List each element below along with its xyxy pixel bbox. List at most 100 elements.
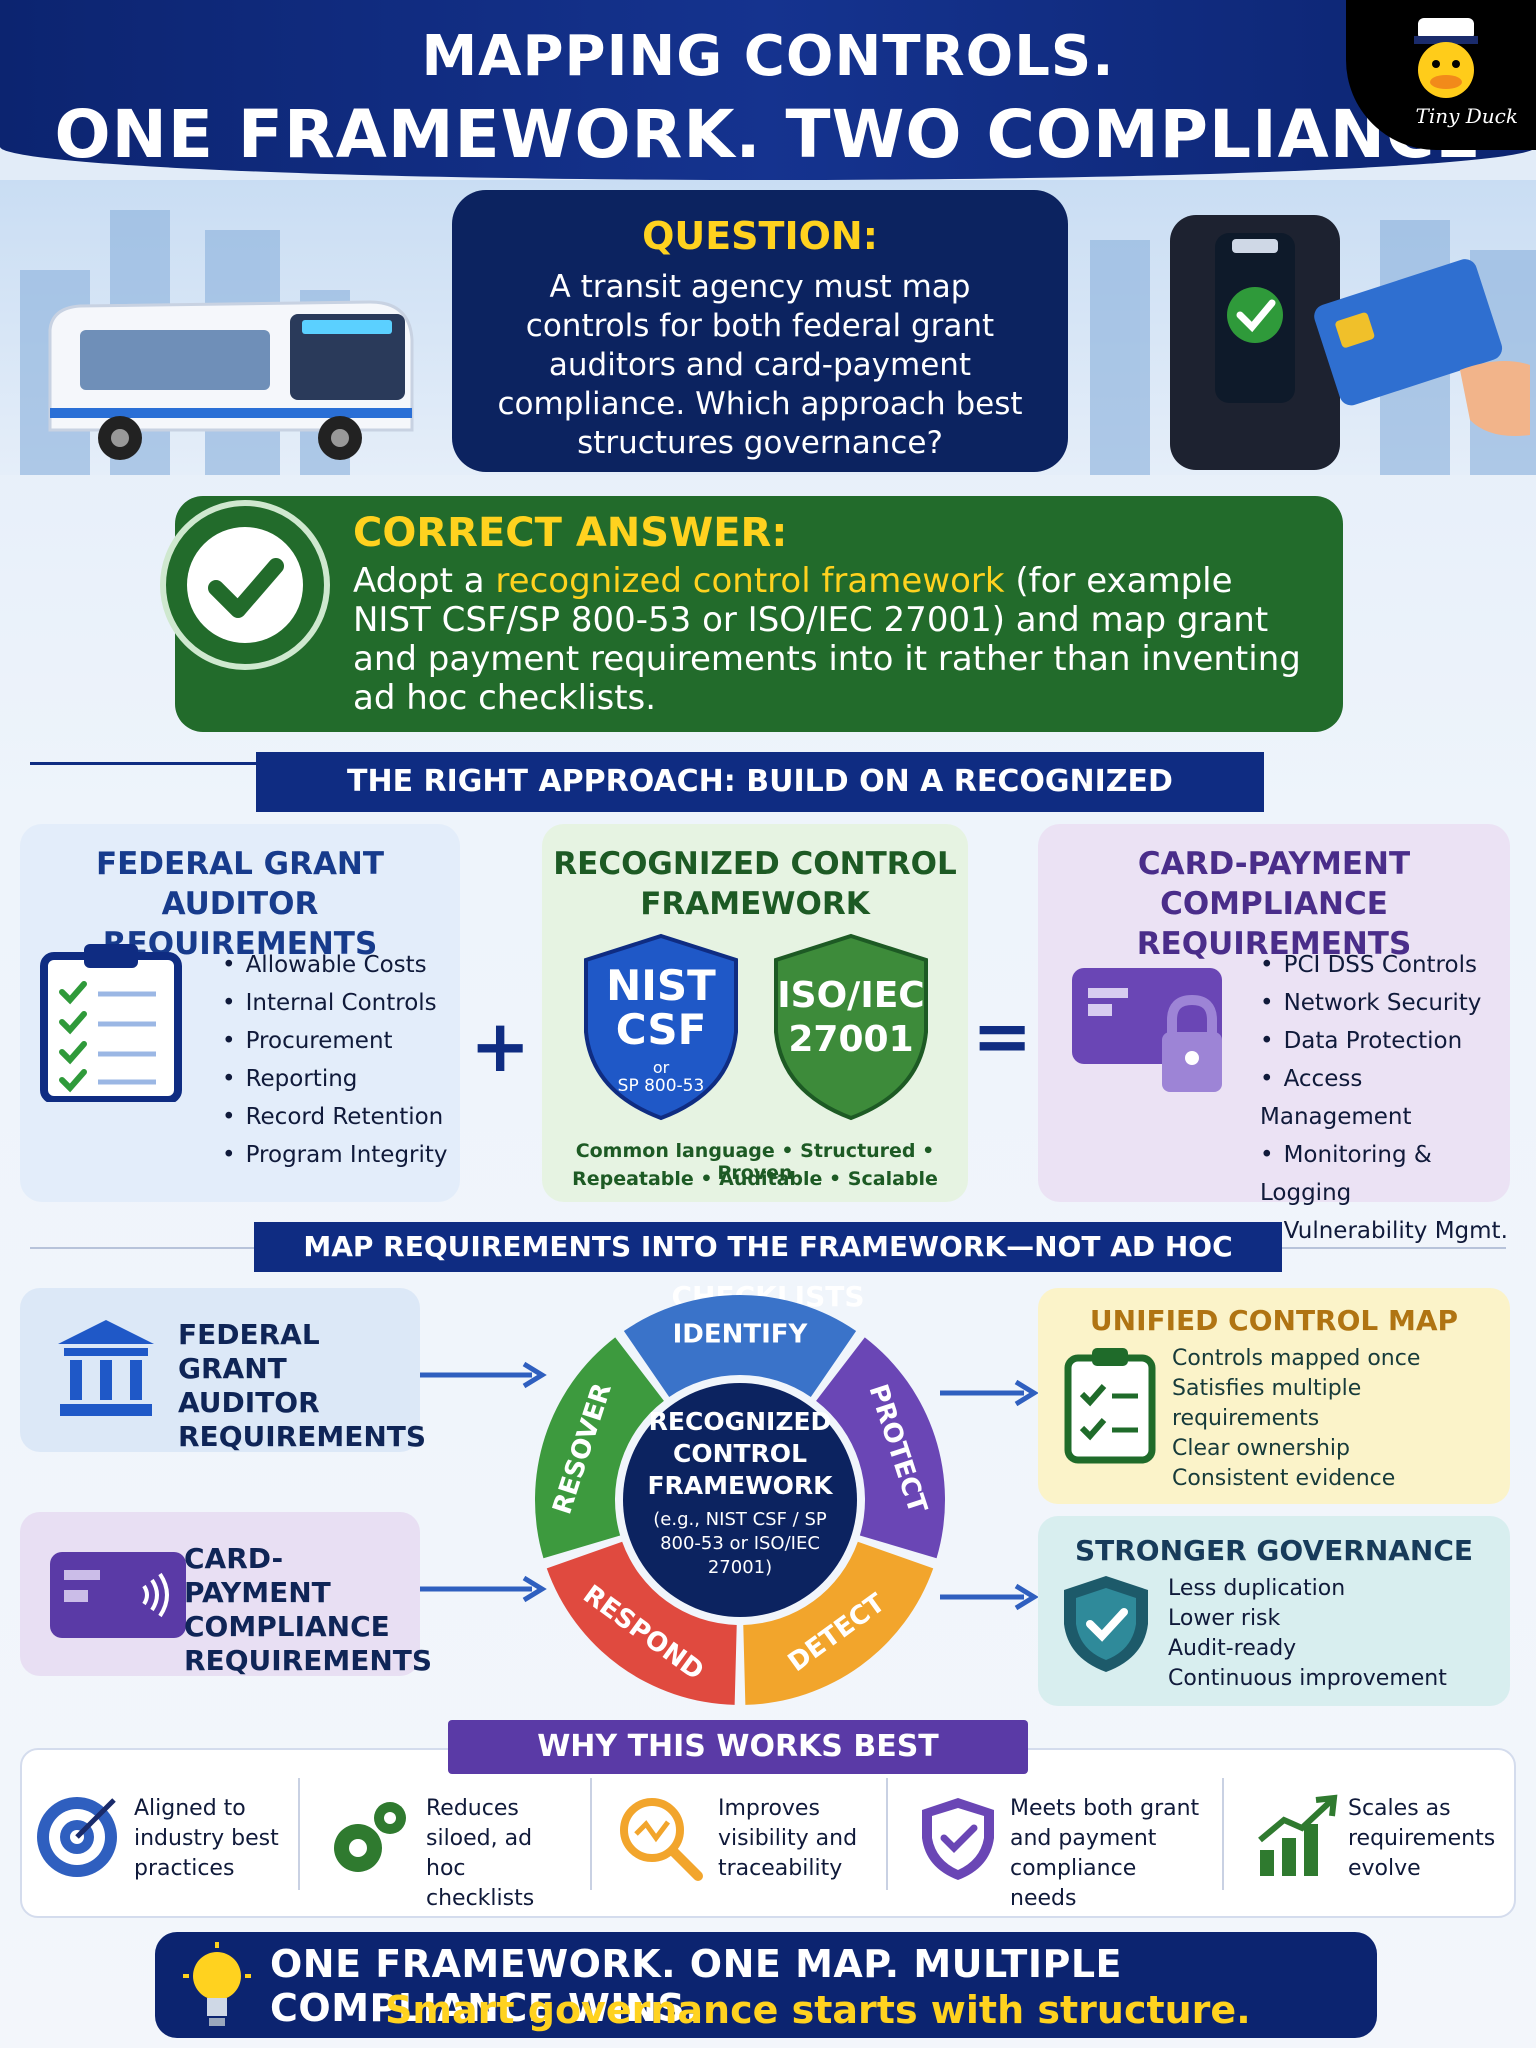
why-separator xyxy=(298,1778,300,1890)
why-banner: WHY THIS WORKS BEST xyxy=(448,1720,1028,1774)
unified-line: Clear ownership xyxy=(1172,1436,1350,1461)
nist-or: or xyxy=(652,1058,670,1077)
footer-banner: ONE FRAMEWORK. ONE MAP. MULTIPLE COMPLIA… xyxy=(155,1932,1377,2038)
why-item-1: Aligned to industry best practices xyxy=(134,1796,279,1881)
footer-line-2: Smart governance starts with structure. xyxy=(385,1988,1251,2032)
wheel-segment-resover xyxy=(535,1337,664,1559)
wheel-segment-identify xyxy=(623,1295,857,1397)
iso-label: ISO/IEC 27001 xyxy=(777,975,925,1060)
lightbulb-icon xyxy=(183,1942,251,2026)
checkmark-circle-icon xyxy=(160,500,330,670)
federal-requirement-item: Internal Controls xyxy=(222,984,448,1022)
federal-source-box: FEDERAL GRANT AUDITOR REQUIREMENTS xyxy=(20,1288,427,1453)
badge-text: Tiny Duck xyxy=(1415,104,1518,128)
card-reader-icon xyxy=(1170,215,1530,470)
footer-line-1: ONE FRAMEWORK. ONE MAP. MULTIPLE COMPLIA… xyxy=(270,1942,1123,2030)
framework-traits-2: Repeatable • Auditable • Scalable xyxy=(572,1168,938,1190)
arrow-right-icon xyxy=(940,1583,1039,1611)
why-item-5: Scales as requirements evolve xyxy=(1348,1796,1496,1881)
question-heading: QUESTION: xyxy=(642,214,878,258)
answer-post: (for example NIST CSF/SP 800-53 or ISO/I… xyxy=(353,561,1301,718)
magnifier-icon xyxy=(620,1798,703,1881)
unified-line: Controls mapped once xyxy=(1172,1346,1421,1371)
clipboard-checklist-icon xyxy=(40,944,182,1102)
shield-check-icon xyxy=(922,1798,994,1880)
federal-title: FEDERAL GRANT AUDITOR REQUIREMENTS xyxy=(95,846,385,962)
wheel-center-sub: (e.g., NIST CSF / SP 800-53 or ISO/IEC 2… xyxy=(653,1509,827,1578)
payment-requirement-item: Data Protection xyxy=(1260,1022,1510,1060)
arrow-right-icon xyxy=(420,1361,547,1389)
unified-map-box: UNIFIED CONTROL MAP Controls mapped once… xyxy=(1038,1288,1510,1504)
why-separator xyxy=(590,1778,592,1890)
why-separator xyxy=(886,1778,888,1890)
federal-list: Allowable CostsInternal ControlsProcurem… xyxy=(222,946,448,1174)
federal-card: FEDERAL GRANT AUDITOR REQUIREMENTS Allow… xyxy=(20,824,460,1202)
why-panel: Aligned to industry best practices Reduc… xyxy=(20,1748,1516,1918)
target-icon xyxy=(37,1797,117,1877)
federal-requirement-item: Procurement xyxy=(222,1022,448,1060)
governance-line: Continuous improvement xyxy=(1168,1666,1447,1691)
federal-requirement-item: Reporting xyxy=(222,1060,448,1098)
section-1-banner: THE RIGHT APPROACH: BUILD ON A RECOGNIZE… xyxy=(256,752,1264,859)
iso-shield-icon xyxy=(774,933,928,1121)
wheel-label-identify: IDENTIFY xyxy=(673,1320,809,1350)
question-box: QUESTION: A transit agency must map cont… xyxy=(452,190,1068,472)
wheel-segment-respond xyxy=(546,1541,737,1705)
gears-icon xyxy=(334,1802,406,1872)
wheel-segment-protect xyxy=(816,1337,945,1559)
unified-line: requirements xyxy=(1172,1406,1320,1431)
nist-shield-icon xyxy=(584,933,738,1121)
wheel-segment-detect xyxy=(743,1541,934,1705)
answer-heading: CORRECT ANSWER: xyxy=(353,510,788,556)
equals-sign: = xyxy=(972,994,1033,1078)
answer-body: Adopt a recognized control framework (fo… xyxy=(353,562,1313,718)
payment-requirement-item: Access Management xyxy=(1260,1060,1510,1136)
bus-icon xyxy=(48,300,414,460)
framework-title: RECOGNIZED CONTROL FRAMEWORK xyxy=(553,846,957,922)
federal-requirement-item: Program Integrity xyxy=(222,1136,448,1174)
card-lock-icon xyxy=(1072,968,1222,1092)
brand-badge: Tiny Duck xyxy=(1346,0,1536,150)
payment-source-label: CARD-PAYMENT COMPLIANCE REQUIREMENTS xyxy=(184,1542,433,1677)
framework-card: RECOGNIZED CONTROL FRAMEWORK NIST CSF or… xyxy=(542,824,968,1202)
government-building-icon xyxy=(58,1320,154,1416)
payment-requirement-item: Vulnerability Mgmt. xyxy=(1260,1212,1510,1250)
answer-highlight: recognized control framework xyxy=(495,561,1005,601)
payment-list: PCI DSS ControlsNetwork SecurityData Pro… xyxy=(1260,946,1510,1250)
federal-source-label: FEDERAL GRANT AUDITOR REQUIREMENTS xyxy=(178,1318,427,1453)
arrow-right-icon xyxy=(420,1575,547,1603)
page-header: MAPPING CONTROLS. ONE FRAMEWORK. TWO COM… xyxy=(0,0,1536,250)
answer-pre: Adopt a xyxy=(353,561,496,601)
unified-line: Satisfies multiple xyxy=(1172,1376,1362,1401)
federal-requirement-item: Allowable Costs xyxy=(222,946,448,984)
answer-box: CORRECT ANSWER: Adopt a recognized contr… xyxy=(175,496,1343,732)
governance-line: Less duplication xyxy=(1168,1576,1346,1601)
why-item-2: Reduces siloed, ad hoc checklists xyxy=(426,1796,535,1911)
governance-title: STRONGER GOVERNANCE xyxy=(1074,1534,1474,1567)
nist-label: NIST CSF xyxy=(606,961,716,1054)
section-2-banner: MAP REQUIREMENTS INTO THE FRAMEWORK—NOT … xyxy=(254,1222,1282,1313)
payment-card: CARD-PAYMENT COMPLIANCE REQUIREMENTS PCI… xyxy=(1038,824,1510,1244)
duck-mascot-icon xyxy=(1414,18,1478,98)
payment-requirement-item: Network Security xyxy=(1260,984,1510,1022)
question-body: A transit agency must map controls for b… xyxy=(497,269,1023,461)
payment-requirement-item: Monitoring & Logging xyxy=(1260,1136,1510,1212)
wheel-center-title: RECOGNIZED CONTROL FRAMEWORK xyxy=(647,1407,833,1500)
why-item-4: Meets both grant and payment compliance … xyxy=(1010,1796,1200,1911)
clipboard-check-icon xyxy=(1064,1348,1156,1464)
arrow-right-icon xyxy=(940,1379,1039,1407)
shield-check-icon xyxy=(1064,1576,1148,1672)
growth-chart-icon xyxy=(1258,1794,1338,1876)
why-separator xyxy=(1222,1778,1224,1890)
unified-line: Consistent evidence xyxy=(1172,1466,1396,1491)
payment-source-box: CARD-PAYMENT COMPLIANCE REQUIREMENTS xyxy=(20,1512,433,1677)
contactless-card-icon xyxy=(50,1552,186,1638)
plus-sign: + xyxy=(470,1004,531,1088)
nist-sub: SP 800-53 xyxy=(617,1076,705,1096)
unified-title: UNIFIED CONTROL MAP xyxy=(1089,1304,1459,1337)
wheel-center xyxy=(623,1383,857,1617)
